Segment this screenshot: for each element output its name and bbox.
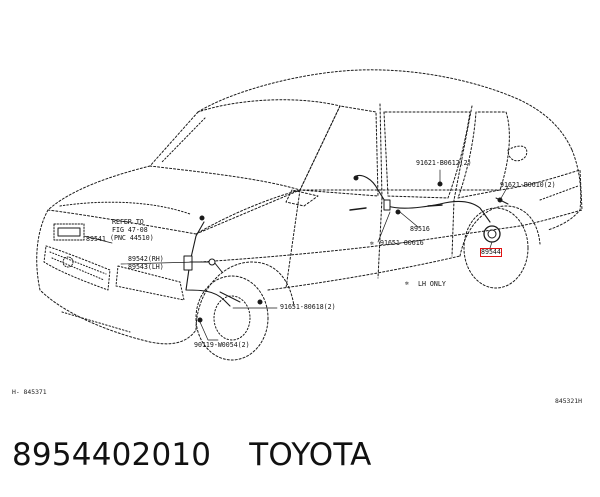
diagram-code-right: 845321H — [555, 397, 582, 405]
rear-sensor-hub — [483, 225, 501, 243]
body-side — [195, 169, 583, 235]
rocker-panel — [267, 255, 461, 291]
windshield — [149, 99, 341, 191]
rear-door-window — [383, 111, 471, 199]
side-mirror — [285, 189, 319, 207]
computer-block — [53, 223, 85, 241]
rear-wheel-arch — [459, 205, 541, 257]
front-wheel — [195, 275, 269, 361]
parts-diagram: REFER TO FIG 47-08 (PNC 44510) 89541 895… — [12, 69, 583, 405]
grille — [43, 245, 111, 291]
part-89544-label-highlighted[interactable]: 89544 — [480, 248, 502, 257]
part-caption: 8954402010 TOYOTA — [12, 437, 400, 473]
part-89542-label[interactable]: 89542(RH) — [128, 255, 164, 263]
part-89541-label[interactable]: 89541 — [86, 235, 106, 243]
part-91621-b0612-label[interactable]: 91621-B0612(2) — [416, 159, 472, 167]
refer-to-fig: FIG 47-08 — [112, 226, 148, 234]
front-door-window — [299, 105, 379, 197]
part-91621-b0610-label[interactable]: 91621-B0610(2) — [500, 181, 556, 189]
leader-lines — [83, 169, 509, 341]
refer-to-text: REFER TO — [112, 218, 144, 226]
front-sensor-harness — [185, 221, 231, 307]
part-89543-label[interactable]: 89543(LH) — [128, 263, 164, 271]
car-roof — [197, 69, 573, 151]
diagram-code-left: H- 845371 — [12, 388, 47, 396]
lh-only-note: LH ONLY — [418, 280, 446, 288]
rear-sensor-harness — [355, 174, 491, 223]
part-number: 8954402010 — [12, 437, 212, 473]
lh-only-mark: ✲ — [405, 279, 409, 287]
headlamp — [115, 265, 185, 301]
part-91651-80616-label[interactable]: 91651-80616 — [380, 239, 424, 247]
quarter-window — [457, 111, 510, 199]
rear-wheel — [463, 207, 529, 289]
brand-name: TOYOTA — [249, 437, 372, 473]
star-mark: ✲ — [370, 239, 374, 247]
fuel-lid — [507, 145, 528, 162]
refer-to-pnc: (PNC 44510) — [110, 234, 154, 242]
part-90119-w0054-label[interactable]: 90119-W0054(2) — [194, 341, 250, 349]
front-bumper — [36, 209, 197, 345]
hood — [47, 165, 301, 235]
front-wheel-arch — [195, 261, 295, 331]
part-89516-label[interactable]: 89516 — [410, 225, 430, 233]
part-91651-80618-label[interactable]: 91651-80618(2) — [280, 303, 336, 311]
car-line-drawing — [36, 69, 583, 361]
